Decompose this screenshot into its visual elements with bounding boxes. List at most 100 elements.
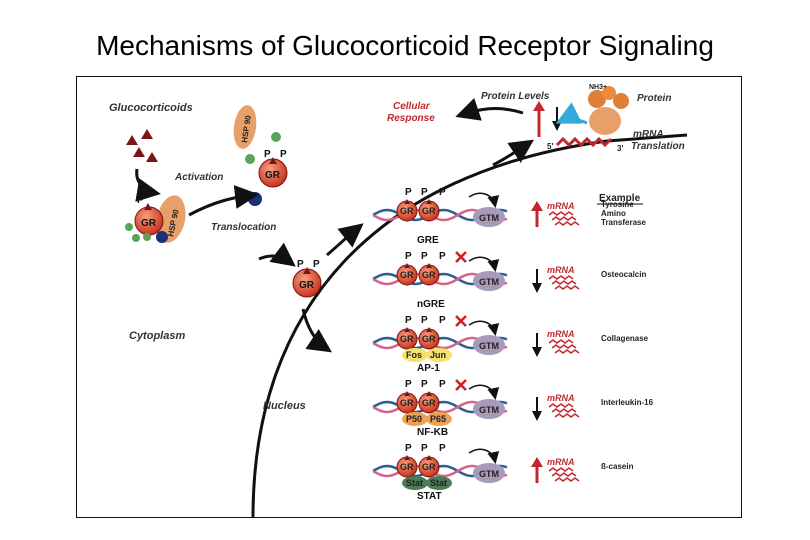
gr-signaling-figure: Glucocorticoids HSP 90 GR P HSP 90 GR P … [76,76,742,518]
gtm-complex [473,335,505,355]
ligand-icon [404,455,410,460]
ligand-icon [404,327,410,332]
repression-x-icon [455,315,467,327]
binding-arrow [135,168,161,202]
downregulation-arrowhead [532,347,542,357]
gr-signaling-diagram: Glucocorticoids HSP 90 GR P HSP 90 GR P … [109,84,688,517]
phospho-label: P [439,251,446,262]
inactive-gr-complex: HSP 90 GR P [125,195,186,243]
slide-title: Mechanisms of Glucocorticoid Receptor Si… [96,30,714,61]
translocation-label: Translocation [211,222,276,233]
phospho-label: P [405,443,412,454]
response-element-label: STAT [417,491,442,502]
protein-label: Protein [637,93,671,104]
upregulation-arrowhead [531,201,543,211]
mrna-squiggle-icon [551,344,577,349]
transcription-arrow [468,256,500,272]
example-gene-label: Tyrosine [601,200,634,209]
mrna-translation-label-2: Translation [631,141,685,152]
protein-levels-label: Protein Levels [481,91,550,102]
transcription-arrow [468,320,500,336]
cellular-response-label-2: Response [387,113,435,124]
gtm-label: GTM [479,277,499,287]
phospho-label: P [405,315,412,326]
example-gene-label: Collagenase [601,334,649,343]
gr-dimer-label: GR [422,206,436,216]
transcription-factor-label: P65 [430,414,446,424]
phospho-label: P [421,379,428,390]
transcription-factor [402,476,428,490]
gr-dimer-label: GR [422,462,436,472]
example-gene-label: Interleukin-16 [601,398,654,407]
example-gene-label: Transferase [601,218,646,227]
mrna-squiggle-icon [554,221,580,226]
p-label-5: P [313,259,320,270]
p-label-4: P [297,259,304,270]
transcription-factor [402,348,428,362]
gtm-label: GTM [479,341,499,351]
activation-arrow [188,185,259,217]
ribosome-icon [588,86,629,135]
transcription-factor [426,476,452,490]
mrna-translation-label-1: mRNA [633,129,664,140]
export-arrow [492,139,534,167]
mrna-squiggle-icon [551,472,577,477]
nuclear-transport-arrow [301,308,332,353]
cellular-response-label-1: Cellular [393,101,431,112]
phospho-label: P [439,187,446,198]
phospho-label: P [405,379,412,390]
glucocorticoid-molecules-icon [126,129,158,162]
mrna-label: mRNA [547,393,575,403]
hsp90-label-2: HSP 90 [240,114,253,143]
phospho-label: P [439,443,446,454]
mrna-squiggle-icon [548,211,574,216]
gr-dimer-label: GR [422,398,436,408]
five-prime-label: 5' [547,142,553,151]
upregulation-arrowhead [531,457,543,467]
mrna-squiggle-icon [548,403,574,408]
mrna-squiggle-icon [551,408,577,413]
response-element-label: GRE [417,235,439,246]
nucleus-label: Nucleus [263,400,306,412]
mrna-squiggle-icon [554,285,580,290]
gtm-complex [473,399,505,419]
transcription-factor [426,348,452,362]
p-label-3: P [280,149,287,160]
transcription-arrow [468,448,500,464]
gr-dimer-label: GR [400,462,414,472]
example-gene-label: ß-casein [601,462,634,471]
phospho-label: P [421,187,428,198]
mrna-label: mRNA [547,457,575,467]
gtm-complex [473,207,505,227]
ligand-icon [426,455,432,460]
ligand-icon [404,391,410,396]
mrna-label: mRNA [547,329,575,339]
gr-dimer-label: GR [422,270,436,280]
transcription-factor-label: Fos [406,350,422,360]
example-gene-label: Amino [601,209,626,218]
mrna-squiggle-icon [551,216,577,221]
mrna-label: mRNA [547,265,575,275]
mrna-squiggle-icon [551,280,577,285]
phospho-label: P [421,315,428,326]
mrna-strand-icon [555,136,613,148]
ligand-icon [426,391,432,396]
gtm-label: GTM [479,405,499,415]
gr-dimer-label: GR [400,270,414,280]
phospho-label: P [421,251,428,262]
mrna-squiggle-icon [548,339,574,344]
mrna-squiggle-icon [548,467,574,472]
ligand-icon [404,263,410,268]
transcription-arrow [468,384,500,400]
example-header: Example [599,193,641,204]
repression-x-icon [455,251,467,263]
ligand-icon [426,263,432,268]
phospho-label: P [439,379,446,390]
response-element-label: AP-1 [417,363,440,374]
